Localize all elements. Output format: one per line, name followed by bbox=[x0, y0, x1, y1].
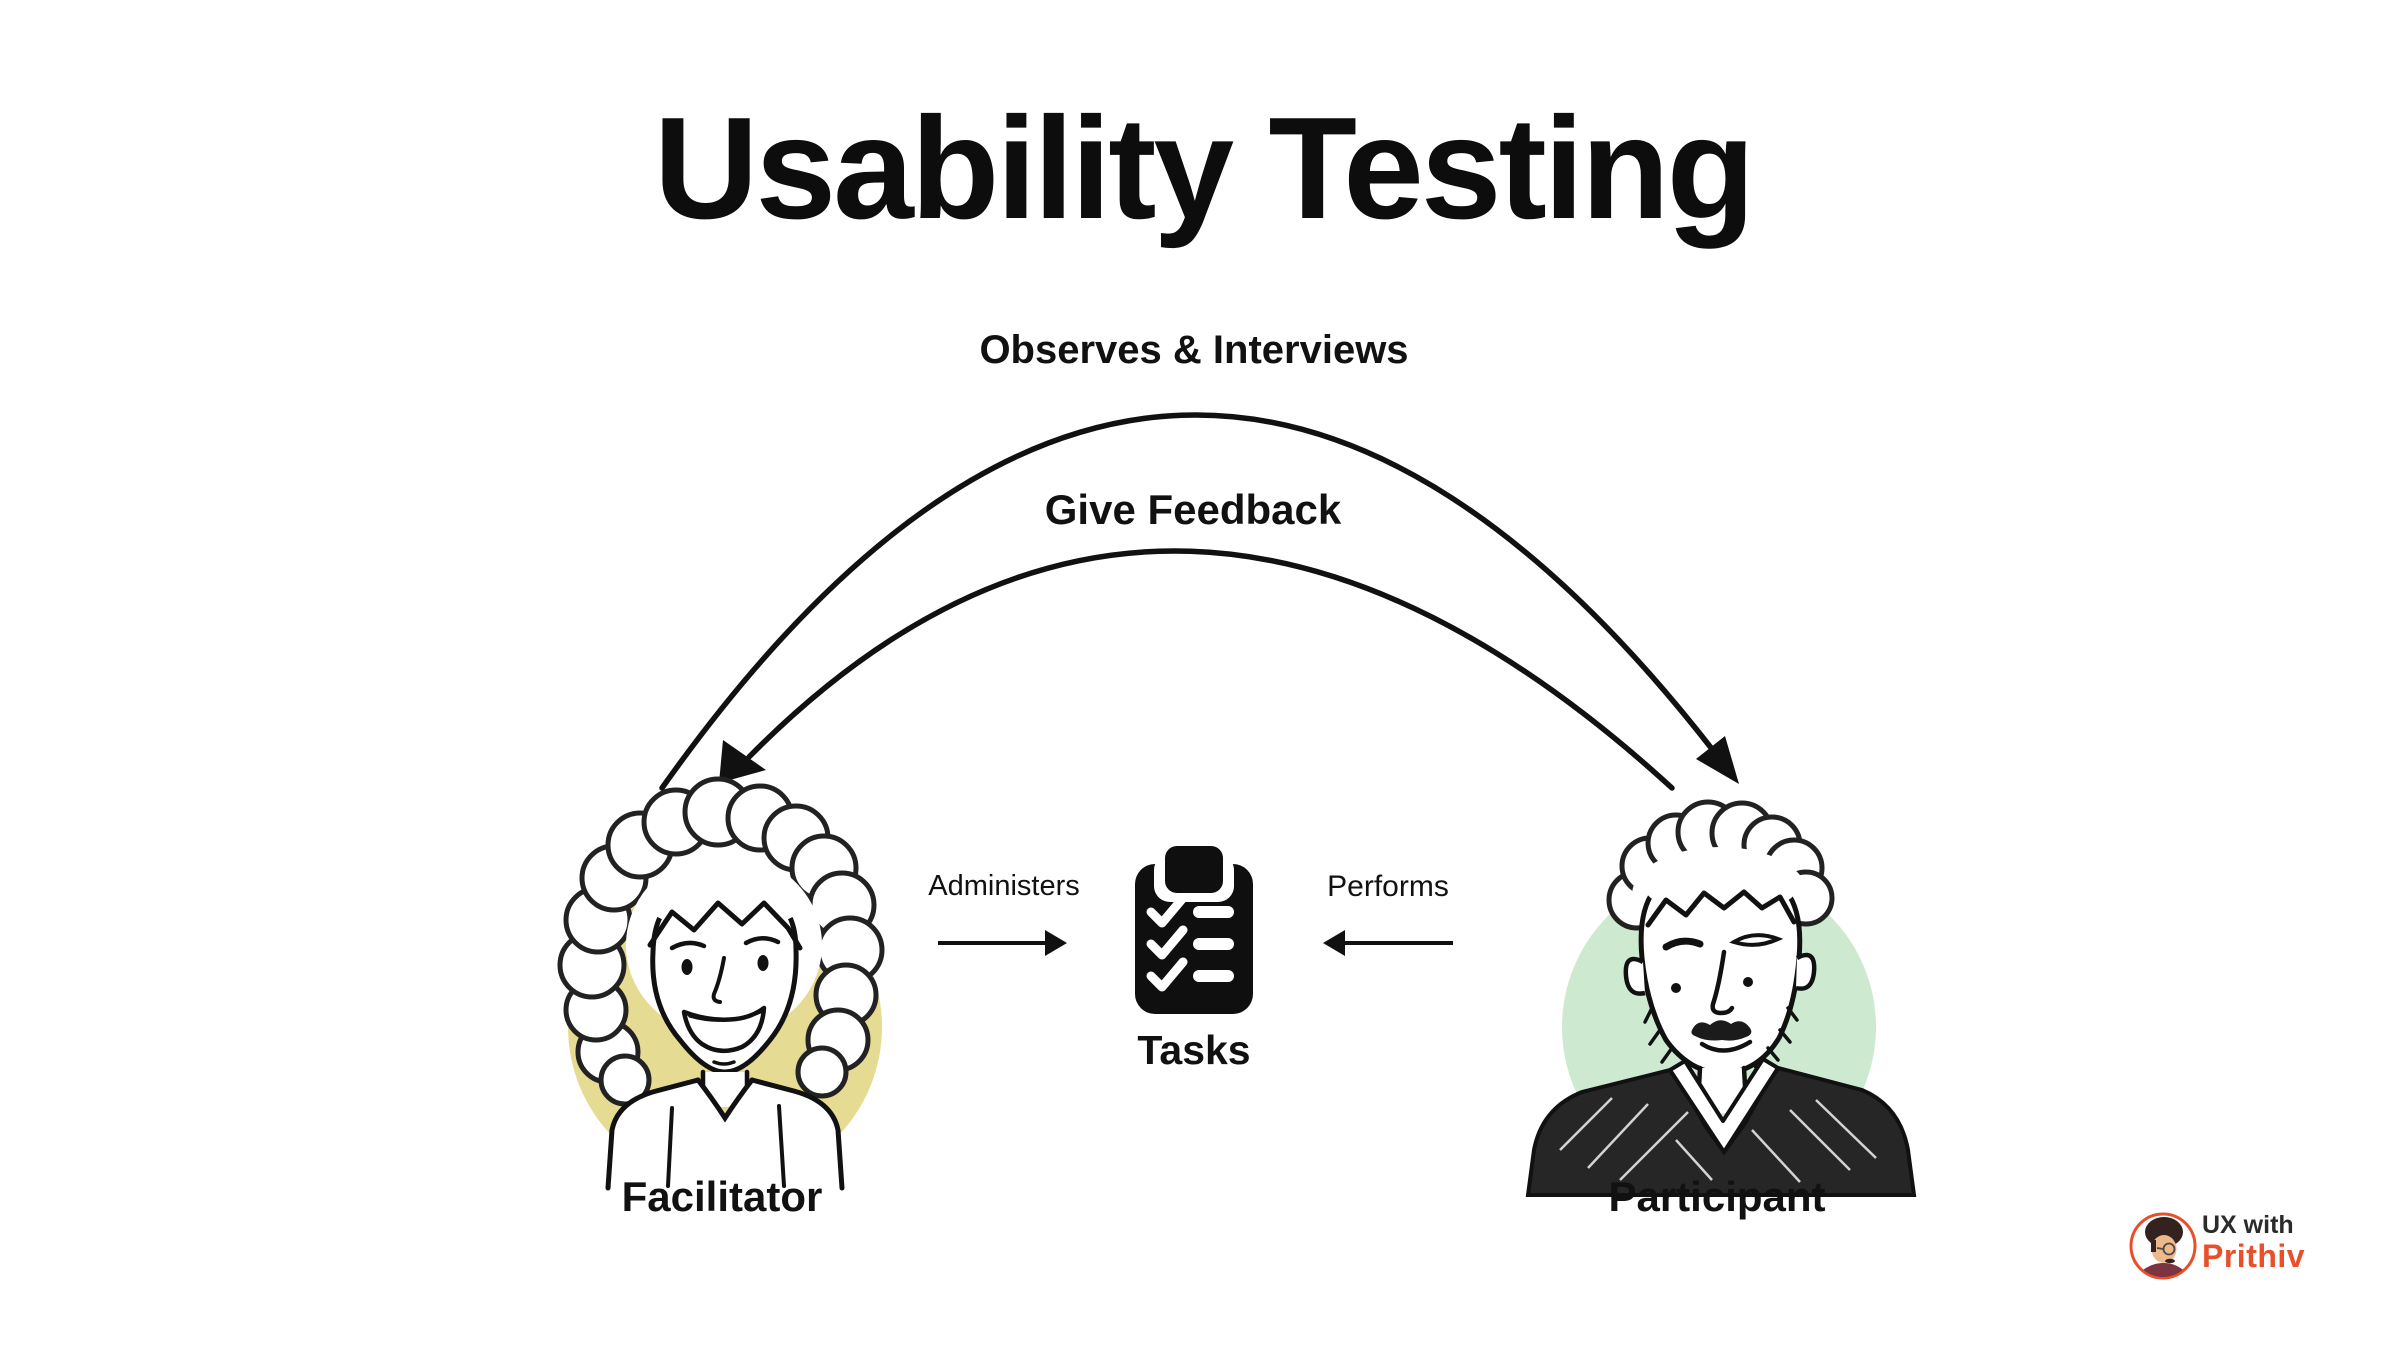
performs-label: Performs bbox=[1327, 870, 1449, 903]
participant-label: Participant bbox=[1608, 1173, 1826, 1220]
give-feedback-label: Give Feedback bbox=[1044, 486, 1342, 533]
facilitator-illustration bbox=[557, 776, 885, 1191]
brand-line1: UX with bbox=[2202, 1211, 2294, 1239]
administers-label: Administers bbox=[928, 870, 1080, 902]
administers-arrow-icon bbox=[938, 930, 1067, 956]
brand-line2: Prithiv bbox=[2202, 1237, 2306, 1274]
tasks-label: Tasks bbox=[1137, 1027, 1251, 1073]
observes-arc-arrow bbox=[659, 412, 1739, 791]
performs-arrow-icon bbox=[1323, 930, 1453, 956]
participant-illustration bbox=[1525, 799, 1917, 1197]
clipboard-checklist-icon bbox=[1135, 846, 1253, 1014]
observes-interviews-label: Observes & Interviews bbox=[979, 328, 1409, 372]
brand-logo: UX with Prithiv bbox=[2202, 1211, 2306, 1274]
facilitator-label: Facilitator bbox=[621, 1173, 823, 1220]
prithiv-avatar bbox=[2129, 1212, 2197, 1280]
feedback-arc-arrow bbox=[719, 548, 1675, 791]
page-title: Usability Testing bbox=[653, 87, 1755, 249]
